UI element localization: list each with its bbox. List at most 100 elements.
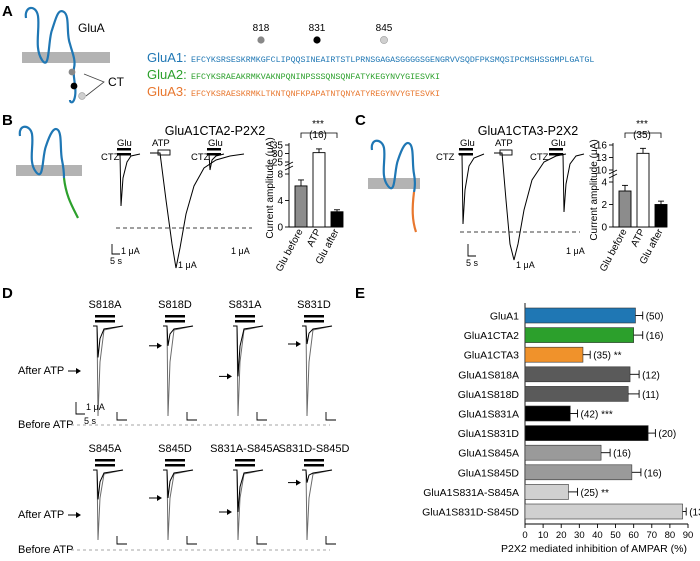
x-tick-label: 40 <box>592 530 603 541</box>
ct-a3-tail <box>411 191 418 233</box>
glu-bar <box>235 464 255 467</box>
seq-glua3: EFCYKSRAESKRMKLTKNTQNFKPAPATNTQNYATYREGY… <box>191 90 440 99</box>
mutant-label: S831D-S845D <box>279 443 350 455</box>
scale-bar <box>186 412 197 421</box>
panel-b-title: GluA1CTA2-P2X2 <box>165 124 266 138</box>
site-number-845: 845 <box>376 23 393 34</box>
mutant-label: S831D <box>297 299 331 311</box>
atp-trace <box>494 152 567 261</box>
n-count: (13) <box>689 508 700 519</box>
after-trace <box>93 325 124 358</box>
axis-break <box>284 165 294 171</box>
n-count: (16) <box>646 331 664 342</box>
category-label: ATP <box>629 227 648 249</box>
seq-glua1: EFCYKSRSESKRMKGFCLIPQQSINEAIRTSTLPRNSGAG… <box>191 56 594 65</box>
glu-bar <box>304 320 324 323</box>
bar <box>294 185 308 228</box>
n-count: (16) <box>644 468 662 479</box>
x-tick-label: 0 <box>522 530 527 541</box>
site-831-dot <box>70 82 78 90</box>
bar <box>524 405 571 422</box>
category-label: GluA1CTA3 <box>464 350 519 362</box>
bar <box>618 190 632 228</box>
after-trace <box>233 469 264 513</box>
ctz-bar-2 <box>207 148 221 151</box>
n-count: (42) *** <box>581 410 613 421</box>
seq-name-glua3: GluA3: <box>147 84 187 99</box>
bar <box>524 503 683 520</box>
ctz-bar <box>117 148 131 151</box>
scale-bar-d <box>75 402 85 415</box>
ctz-bar <box>304 459 324 462</box>
after-atp-arrowhead-top <box>76 368 81 374</box>
panel-label-c: C <box>355 112 366 129</box>
glu-bar <box>165 320 185 323</box>
panel-c-traces: CTZ Glu ATP CTZ Glu 5 s 1 μA 1 μA <box>436 138 585 270</box>
y-tick-label: 4 <box>601 178 607 189</box>
bar <box>524 307 636 324</box>
ct-bracket <box>83 73 105 97</box>
y-tick-label: 8 <box>277 170 283 181</box>
mutant-label: S818D <box>158 299 192 311</box>
significance-bracket <box>624 132 662 138</box>
scale-bar <box>116 412 127 421</box>
bar <box>524 366 631 383</box>
n-count: (12) <box>642 370 660 381</box>
glu-bar <box>304 464 324 467</box>
ctz-label: CTZ <box>101 152 120 163</box>
glu-bar-2 <box>207 153 221 156</box>
after-atp-arrowhead <box>157 495 162 501</box>
seq-glua2: EFCYKSRAEAKRMKVAKNPQNINPSSSQNSQNFATYKEGY… <box>191 73 440 82</box>
category-label: GluA1CTA2 <box>464 330 519 342</box>
after-trace <box>163 469 194 499</box>
y-tick-label: 4 <box>277 196 283 207</box>
ctz-bar <box>235 459 255 462</box>
site-845-marker <box>380 36 388 44</box>
n-count: (20) <box>658 429 676 440</box>
bar <box>524 444 602 461</box>
n-count: (35) ** <box>593 351 621 362</box>
after-atp-arrowhead <box>296 341 301 347</box>
ctz-label-2: CTZ <box>530 152 549 163</box>
before-atp-label-bottom: Before ATP <box>18 544 73 556</box>
panel-b-traces: CTZ Glu ATP CTZ Glu 5 s 1 μA 1 μA 1 μA <box>101 138 252 270</box>
ct-a2-tail <box>62 177 79 219</box>
scale-bar <box>256 536 267 545</box>
category-label: GluA1S818A <box>458 369 519 381</box>
glua-label: GluA <box>78 21 105 35</box>
bar <box>330 211 344 228</box>
y-tick-label: 10 <box>596 166 608 177</box>
panel-c-title: GluA1CTA3-P2X2 <box>478 124 579 138</box>
ctz-bar <box>235 315 255 318</box>
glu-label: Glu <box>117 138 132 149</box>
mutant-label: S831A <box>228 299 262 311</box>
bar <box>524 346 584 363</box>
panel-a-schematic: CT GluA <box>22 6 125 104</box>
y-axis-label: Current amplitude (μA) <box>265 137 276 238</box>
scale-bar <box>325 536 336 545</box>
category-label: GluA1 <box>490 311 519 323</box>
after-trace <box>302 325 333 345</box>
category-label: Glu before <box>274 227 306 274</box>
mutant-label: S845A <box>88 443 122 455</box>
ctz-bar <box>165 459 185 462</box>
ctz-bar <box>459 148 473 151</box>
glu-bar <box>165 464 185 467</box>
after-atp-label-bottom: After ATP <box>18 509 64 521</box>
axis-break <box>608 169 618 175</box>
significance-stars: *** <box>312 119 324 130</box>
category-label: GluA1S845A <box>458 448 519 460</box>
y-tick-label: 0 <box>601 223 607 234</box>
after-atp-arrowhead <box>227 509 232 515</box>
receptor-chain <box>24 6 77 104</box>
after-trace <box>93 469 124 500</box>
sequence-alignment: GluA1: EFCYKSRSESKRMKGFCLIPQQSINEAIRTSTL… <box>147 50 594 99</box>
axis-break <box>608 173 618 179</box>
scale-time: 5 s <box>466 258 479 268</box>
bar <box>636 152 650 228</box>
bar <box>654 204 668 228</box>
x-tick-label: 50 <box>610 530 621 541</box>
